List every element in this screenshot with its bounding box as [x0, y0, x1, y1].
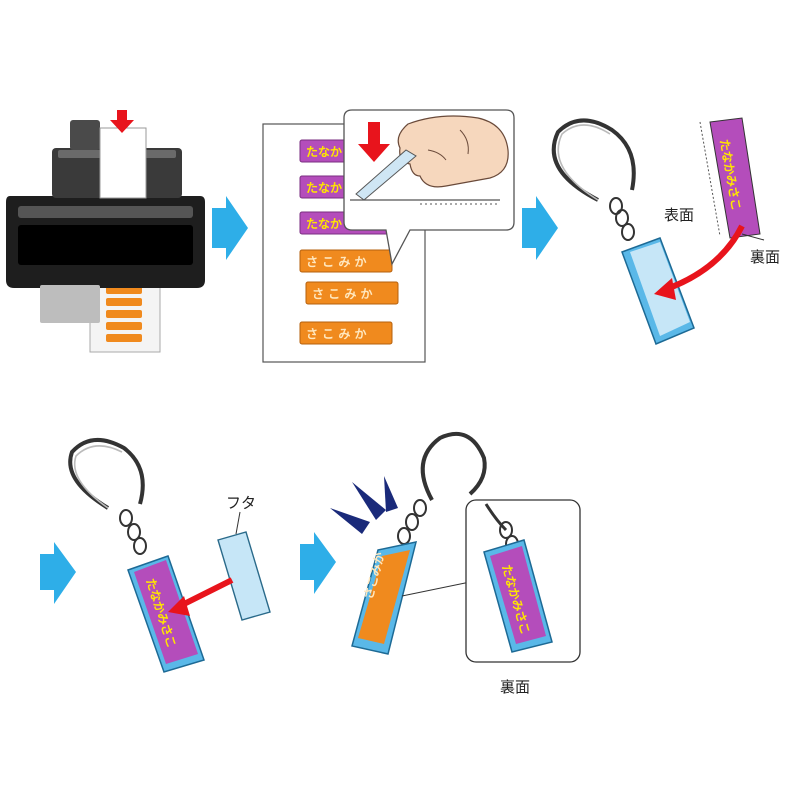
front-label: 表面 [664, 206, 694, 224]
step-2-cut-out: たなか たなか たなか さ こ み か さ こ み か さ こ み か [262, 109, 515, 363]
keyring-clip [551, 118, 636, 202]
hand-icon [397, 115, 509, 188]
cut-arrow-icon [358, 122, 390, 162]
name-sheet: たなかみさこ [709, 117, 761, 239]
keyring-clip [68, 438, 145, 510]
orange-name-tags: さ こ み か さ こ み か さ こ み か [299, 249, 399, 345]
keyring-chain [119, 509, 147, 555]
insert-arrow-icon [662, 224, 745, 293]
attach-arrow-icon [178, 577, 234, 609]
peeled-tag [355, 149, 417, 201]
keyring-clip [420, 432, 487, 501]
feed-arrow-icon [110, 110, 134, 133]
paper-in-feeder [99, 127, 147, 199]
svg-text:たなか: たなか [306, 217, 342, 231]
back-result-label: 裏面 [500, 678, 530, 696]
lid-piece [217, 531, 271, 621]
step-3-insert-sheet: たなかみさこ 表面 裏面 [551, 117, 780, 345]
svg-text:さ こ み か: さ こ み か [306, 327, 367, 341]
step-1-printer [6, 110, 205, 353]
step-5-done: さこみか たなかみさこ 裏面 [330, 432, 581, 696]
step-arrow-icon [212, 196, 248, 260]
svg-text:さ こ み か: さ こ み か [306, 255, 367, 269]
back-label: 裏面 [750, 248, 780, 266]
step-4-attach-lid: たなかみさこ フタ [68, 438, 271, 673]
lid-label: フタ [226, 494, 256, 512]
keyring-chain [609, 197, 635, 241]
svg-text:たなか: たなか [306, 145, 342, 159]
click-burst-icon [330, 476, 398, 534]
step-arrow-icon [522, 196, 558, 260]
svg-text:さ こ み か: さ こ み か [312, 287, 373, 301]
keyring-chain [397, 499, 427, 545]
svg-text:たなか: たなか [306, 181, 342, 195]
step-arrow-icon [40, 542, 76, 604]
step-arrow-icon [300, 532, 336, 594]
